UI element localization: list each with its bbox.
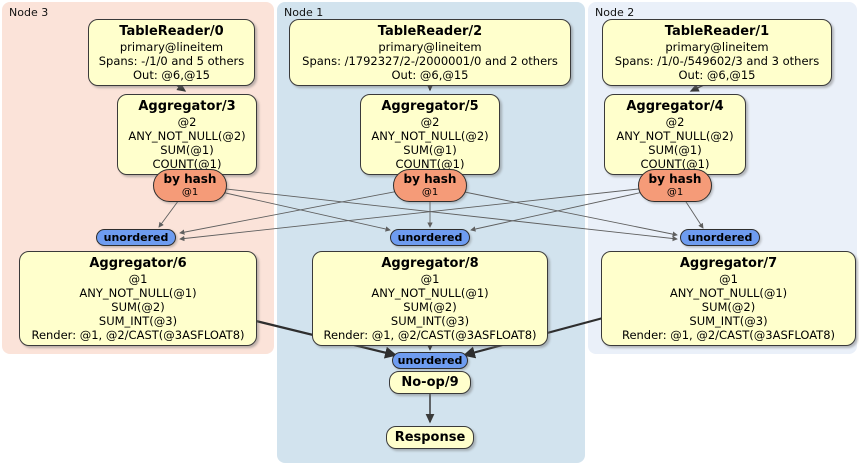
render-label: Render: @1, @2/CAST(@3ASFLOAT8) [323, 328, 537, 342]
processor-title: Aggregator/5 [381, 99, 479, 114]
agg-line: @2 [177, 115, 197, 129]
agg-line: @1 [420, 272, 440, 286]
agg-line: SUM(@2) [701, 300, 756, 314]
unordered-stream: unordered [96, 229, 176, 246]
hash-router-detail: @1 [666, 187, 684, 198]
aggregator-box: Aggregator/8 @1 ANY_NOT_NULL(@1) SUM(@2)… [312, 251, 548, 346]
processor-title: Aggregator/6 [89, 256, 187, 271]
render-label: Render: @1, @2/CAST(@3ASFLOAT8) [621, 328, 836, 342]
hash-router-detail: @1 [421, 187, 439, 198]
agg-line: @2 [420, 115, 440, 129]
agg-line: ANY_NOT_NULL(@1) [79, 286, 197, 300]
spans-label: Spans: -/1/0 and 5 others [98, 54, 245, 68]
agg-line: SUM(@2) [111, 300, 165, 314]
hash-router-label: by hash [648, 172, 702, 186]
processor-title: Aggregator/8 [381, 256, 479, 271]
agg-line: SUM(@1) [403, 143, 457, 157]
agg-line: ANY_NOT_NULL(@2) [128, 129, 246, 143]
tablereader-box: TableReader/2 primary@lineitem Spans: /1… [289, 19, 571, 86]
agg-line: @2 [665, 115, 685, 129]
unordered-stream: unordered [680, 229, 760, 246]
out-label: Out: @6,@15 [678, 68, 756, 82]
node-region-label: Node 1 [284, 6, 324, 19]
aggregator-box: Aggregator/4 @2 ANY_NOT_NULL(@2) SUM(@1)… [604, 94, 746, 175]
aggregator-box: Aggregator/5 @2 ANY_NOT_NULL(@2) SUM(@1)… [360, 94, 500, 175]
processor-title: Aggregator/4 [626, 99, 724, 114]
agg-line: SUM(@1) [160, 143, 214, 157]
hash-router: by hash @1 [638, 169, 712, 202]
hash-router: by hash @1 [153, 169, 227, 202]
render-label: Render: @1, @2/CAST(@3ASFLOAT8) [31, 328, 245, 342]
hash-router: by hash @1 [393, 169, 467, 202]
unordered-stream: unordered [390, 229, 470, 246]
aggregator-box: Aggregator/6 @1 ANY_NOT_NULL(@1) SUM(@2)… [19, 251, 257, 346]
hash-router-detail: @1 [181, 187, 199, 198]
agg-line: SUM(@2) [403, 300, 457, 314]
agg-line: @1 [719, 272, 738, 286]
out-label: Out: @6,@15 [391, 68, 469, 82]
tablereader-box: TableReader/1 primary@lineitem Spans: /1… [602, 19, 832, 86]
processor-title: TableReader/1 [664, 24, 770, 39]
out-label: Out: @6,@15 [133, 68, 210, 82]
agg-line: SUM(@1) [648, 143, 702, 157]
agg-line: ANY_NOT_NULL(@1) [669, 286, 788, 300]
processor-title: No-op/9 [401, 375, 459, 390]
spans-label: Spans: /1/0-/549602/3 and 3 others [614, 54, 820, 68]
agg-line: ANY_NOT_NULL(@1) [371, 286, 489, 300]
node-region-label: Node 2 [595, 6, 635, 19]
processor-title: Aggregator/3 [138, 99, 236, 114]
node-region-label: Node 3 [9, 6, 49, 19]
agg-line: ANY_NOT_NULL(@2) [616, 129, 734, 143]
spans-label: Spans: /1792327/2-/2000001/0 and 2 other… [302, 54, 558, 68]
processor-title: TableReader/0 [119, 24, 224, 39]
agg-line: COUNT(@1) [640, 157, 710, 171]
hash-router-label: by hash [163, 172, 217, 186]
hash-router-label: by hash [403, 172, 457, 186]
response-box: Response [386, 426, 474, 449]
index-label: primary@lineitem [665, 40, 769, 54]
index-label: primary@lineitem [378, 40, 482, 54]
processor-title: TableReader/2 [377, 24, 483, 39]
unordered-stream-final: unordered [392, 352, 468, 369]
agg-line: COUNT(@1) [152, 157, 222, 171]
agg-line: SUM_INT(@3) [689, 314, 768, 328]
agg-line: SUM_INT(@3) [98, 314, 178, 328]
noop-box: No-op/9 [389, 371, 471, 394]
agg-line: SUM_INT(@3) [390, 314, 470, 328]
agg-line: COUNT(@1) [395, 157, 465, 171]
processor-title: Aggregator/7 [679, 256, 778, 271]
aggregator-box: Aggregator/7 @1 ANY_NOT_NULL(@1) SUM(@2)… [601, 251, 856, 346]
agg-line: ANY_NOT_NULL(@2) [371, 129, 489, 143]
index-label: primary@lineitem [119, 40, 224, 54]
tablereader-box: TableReader/0 primary@lineitem Spans: -/… [88, 19, 255, 86]
processor-title: Response [394, 430, 466, 445]
agg-line: @1 [128, 272, 148, 286]
aggregator-box: Aggregator/3 @2 ANY_NOT_NULL(@2) SUM(@1)… [117, 94, 257, 175]
